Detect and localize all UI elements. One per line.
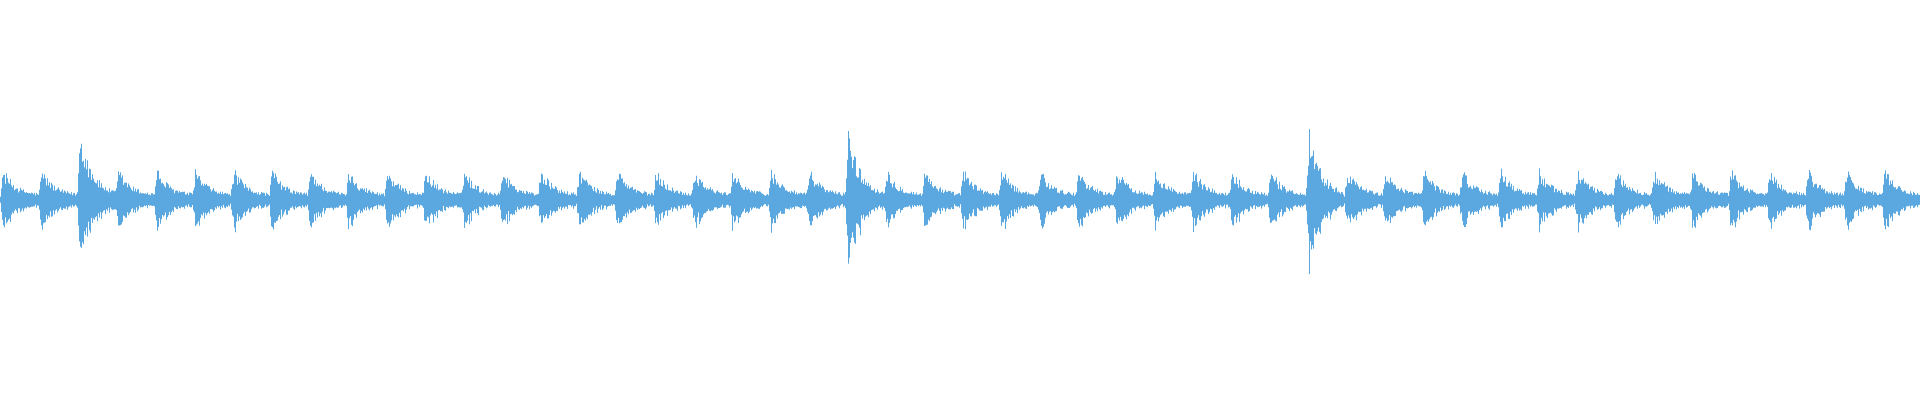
waveform-trace: [0, 129, 1920, 274]
waveform-bars: [0, 129, 1920, 274]
